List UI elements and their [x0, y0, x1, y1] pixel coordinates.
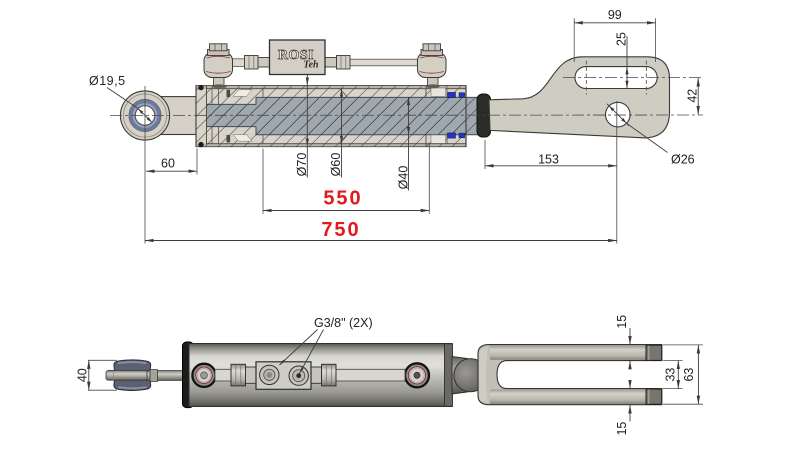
svg-text:Teh: Teh: [303, 60, 319, 71]
svg-text:63: 63: [682, 368, 696, 382]
svg-text:99: 99: [608, 8, 622, 22]
svg-text:25: 25: [615, 32, 629, 46]
svg-text:550: 550: [323, 188, 362, 210]
svg-text:750: 750: [321, 219, 360, 241]
svg-text:G3/8" (2X): G3/8" (2X): [314, 316, 373, 330]
svg-text:Ø19,5: Ø19,5: [89, 74, 126, 88]
svg-text:42: 42: [685, 89, 699, 103]
svg-text:153: 153: [538, 152, 559, 166]
svg-text:Ø40: Ø40: [396, 166, 410, 190]
svg-text:Ø60: Ø60: [329, 153, 343, 177]
svg-text:Ø70: Ø70: [295, 153, 309, 177]
svg-text:33: 33: [664, 368, 678, 382]
svg-text:40: 40: [75, 368, 89, 382]
svg-text:Ø26: Ø26: [671, 153, 695, 167]
svg-text:60: 60: [161, 157, 175, 171]
svg-text:15: 15: [615, 422, 629, 436]
svg-text:15: 15: [615, 315, 629, 329]
svg-text:ROSI: ROSI: [278, 48, 314, 63]
